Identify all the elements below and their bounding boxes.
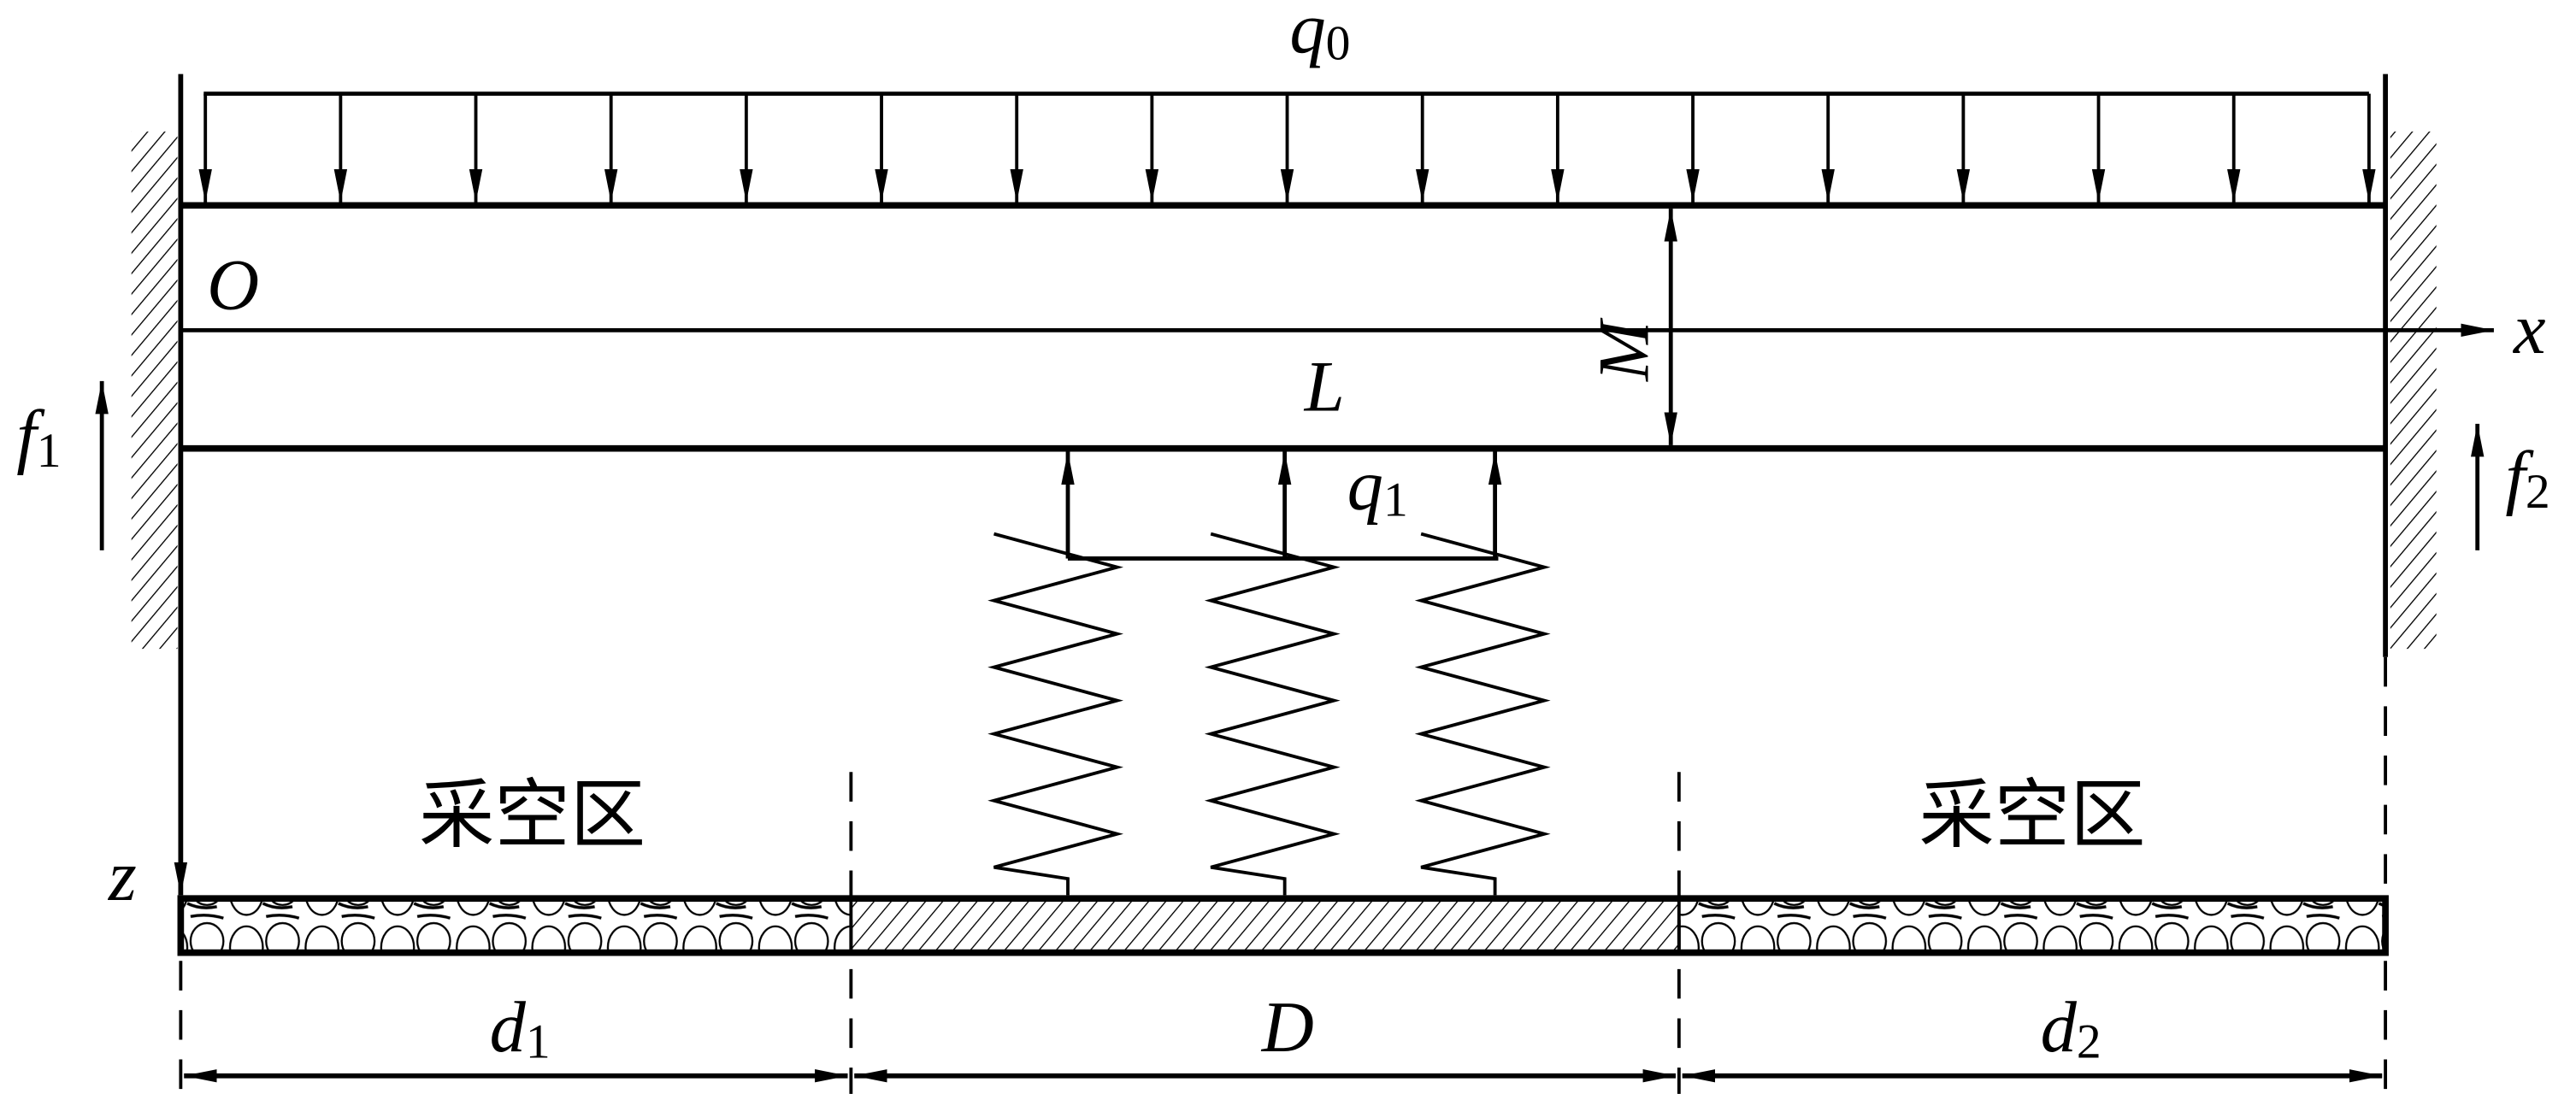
label-goaf-right: 采空区 (1919, 771, 2145, 859)
label-d1: d1 (490, 988, 551, 1069)
label-q0: q0 (1289, 0, 1350, 70)
dashed-guides (179, 656, 2388, 1094)
label-f1: f1 (16, 397, 61, 478)
load-arrows (198, 93, 2376, 203)
label-origin: O (207, 245, 259, 325)
left-wall-hatch (131, 131, 178, 650)
coal-pillar (851, 898, 1679, 953)
label-D: D (1261, 988, 1314, 1068)
springs (987, 451, 1551, 896)
label-x-axis: x (2512, 290, 2546, 369)
goaf-right-rubble (1678, 898, 2386, 953)
label-f2: f2 (2505, 438, 2549, 519)
floor-layer (177, 895, 2389, 956)
label-thickness: M (1584, 317, 1664, 382)
right-wall-hatch (2390, 131, 2437, 650)
label-z-axis: z (108, 837, 137, 916)
spring (1414, 532, 1551, 896)
spring (987, 532, 1124, 896)
spring (1204, 532, 1341, 896)
label-q1: q1 (1347, 446, 1408, 527)
label-goaf-left: 采空区 (419, 771, 645, 859)
label-length: L (1304, 348, 1345, 427)
label-d2: d2 (2041, 988, 2101, 1069)
goaf-left-rubble (180, 898, 852, 953)
